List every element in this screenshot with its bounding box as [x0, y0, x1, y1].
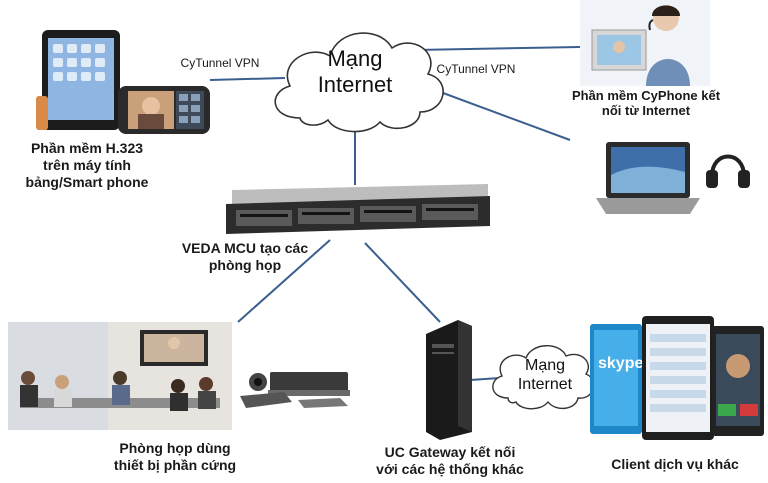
cloud-small-label: Mạng Internet [502, 356, 588, 394]
cloud-main-line1: Mạng [327, 46, 383, 71]
smartphone-icon [118, 86, 210, 134]
skype-logo-text: skype [598, 355, 643, 372]
cyphone-label: Phần mềm CyPhone kết nối từ Internet [556, 88, 736, 118]
link-tablet-cloud [209, 77, 286, 81]
tablet-label-line1: Phần mềm H.323 [30, 140, 144, 156]
internet-cloud-icon [274, 32, 444, 133]
tablet-label-line2: trên máy tính [43, 157, 131, 173]
cloud-main-label: Mạng Internet [300, 46, 410, 98]
vpn-label-right: CyTunnel VPN [436, 62, 516, 76]
mcu-label-line2: phòng họp [208, 257, 282, 273]
laptop-icon [596, 142, 700, 214]
gateway-label-line2: với các hệ thống khác [376, 461, 524, 477]
mcu-server-icon [226, 184, 490, 234]
client-phones-icon: skype [590, 316, 764, 440]
mcu-label: VEDA MCU tạo các phòng họp [160, 240, 330, 274]
link-mcu-gateway [364, 242, 441, 323]
cloud-small-line2: Internet [517, 376, 573, 393]
cyphone-label-line1: Phần mềm CyPhone kết [571, 88, 721, 103]
uc-gateway-icon [426, 320, 472, 440]
headphones-icon [706, 154, 750, 188]
video-codec-icon [240, 372, 350, 408]
room-label-line2: thiết bị phần cứng [113, 457, 237, 473]
mcu-label-line1: VEDA MCU tạo các [181, 240, 309, 256]
client-label: Client dịch vụ khác [590, 456, 760, 473]
link-gateway-smallcloud [469, 377, 501, 381]
client-label-line1: Client dịch vụ khác [611, 456, 739, 472]
tablet-icon [36, 30, 120, 130]
cloud-small-line1: Mạng [524, 357, 566, 374]
cyphone-label-line2: nối từ Internet [601, 103, 691, 118]
gateway-label: UC Gateway kết nối với các hệ thống khác [360, 444, 540, 478]
tablet-label: Phần mềm H.323 trên máy tính bảng/Smart … [2, 140, 172, 191]
meeting-room-icon [8, 322, 232, 430]
vpn-label-left: CyTunnel VPN [180, 56, 260, 70]
link-mcu-room [237, 239, 331, 323]
internet-cloud-small-icon [492, 345, 595, 410]
room-label-line1: Phòng họp dùng [119, 440, 231, 456]
cloud-main-line2: Internet [317, 72, 393, 97]
cyphone-operator-icon [580, 0, 710, 86]
link-cloud-cyphone [414, 46, 581, 51]
room-label: Phòng họp dùng thiết bị phần cứng [90, 440, 260, 474]
gateway-label-line1: UC Gateway kết nối [384, 444, 516, 460]
tablet-label-line3: bảng/Smart phone [25, 174, 149, 190]
